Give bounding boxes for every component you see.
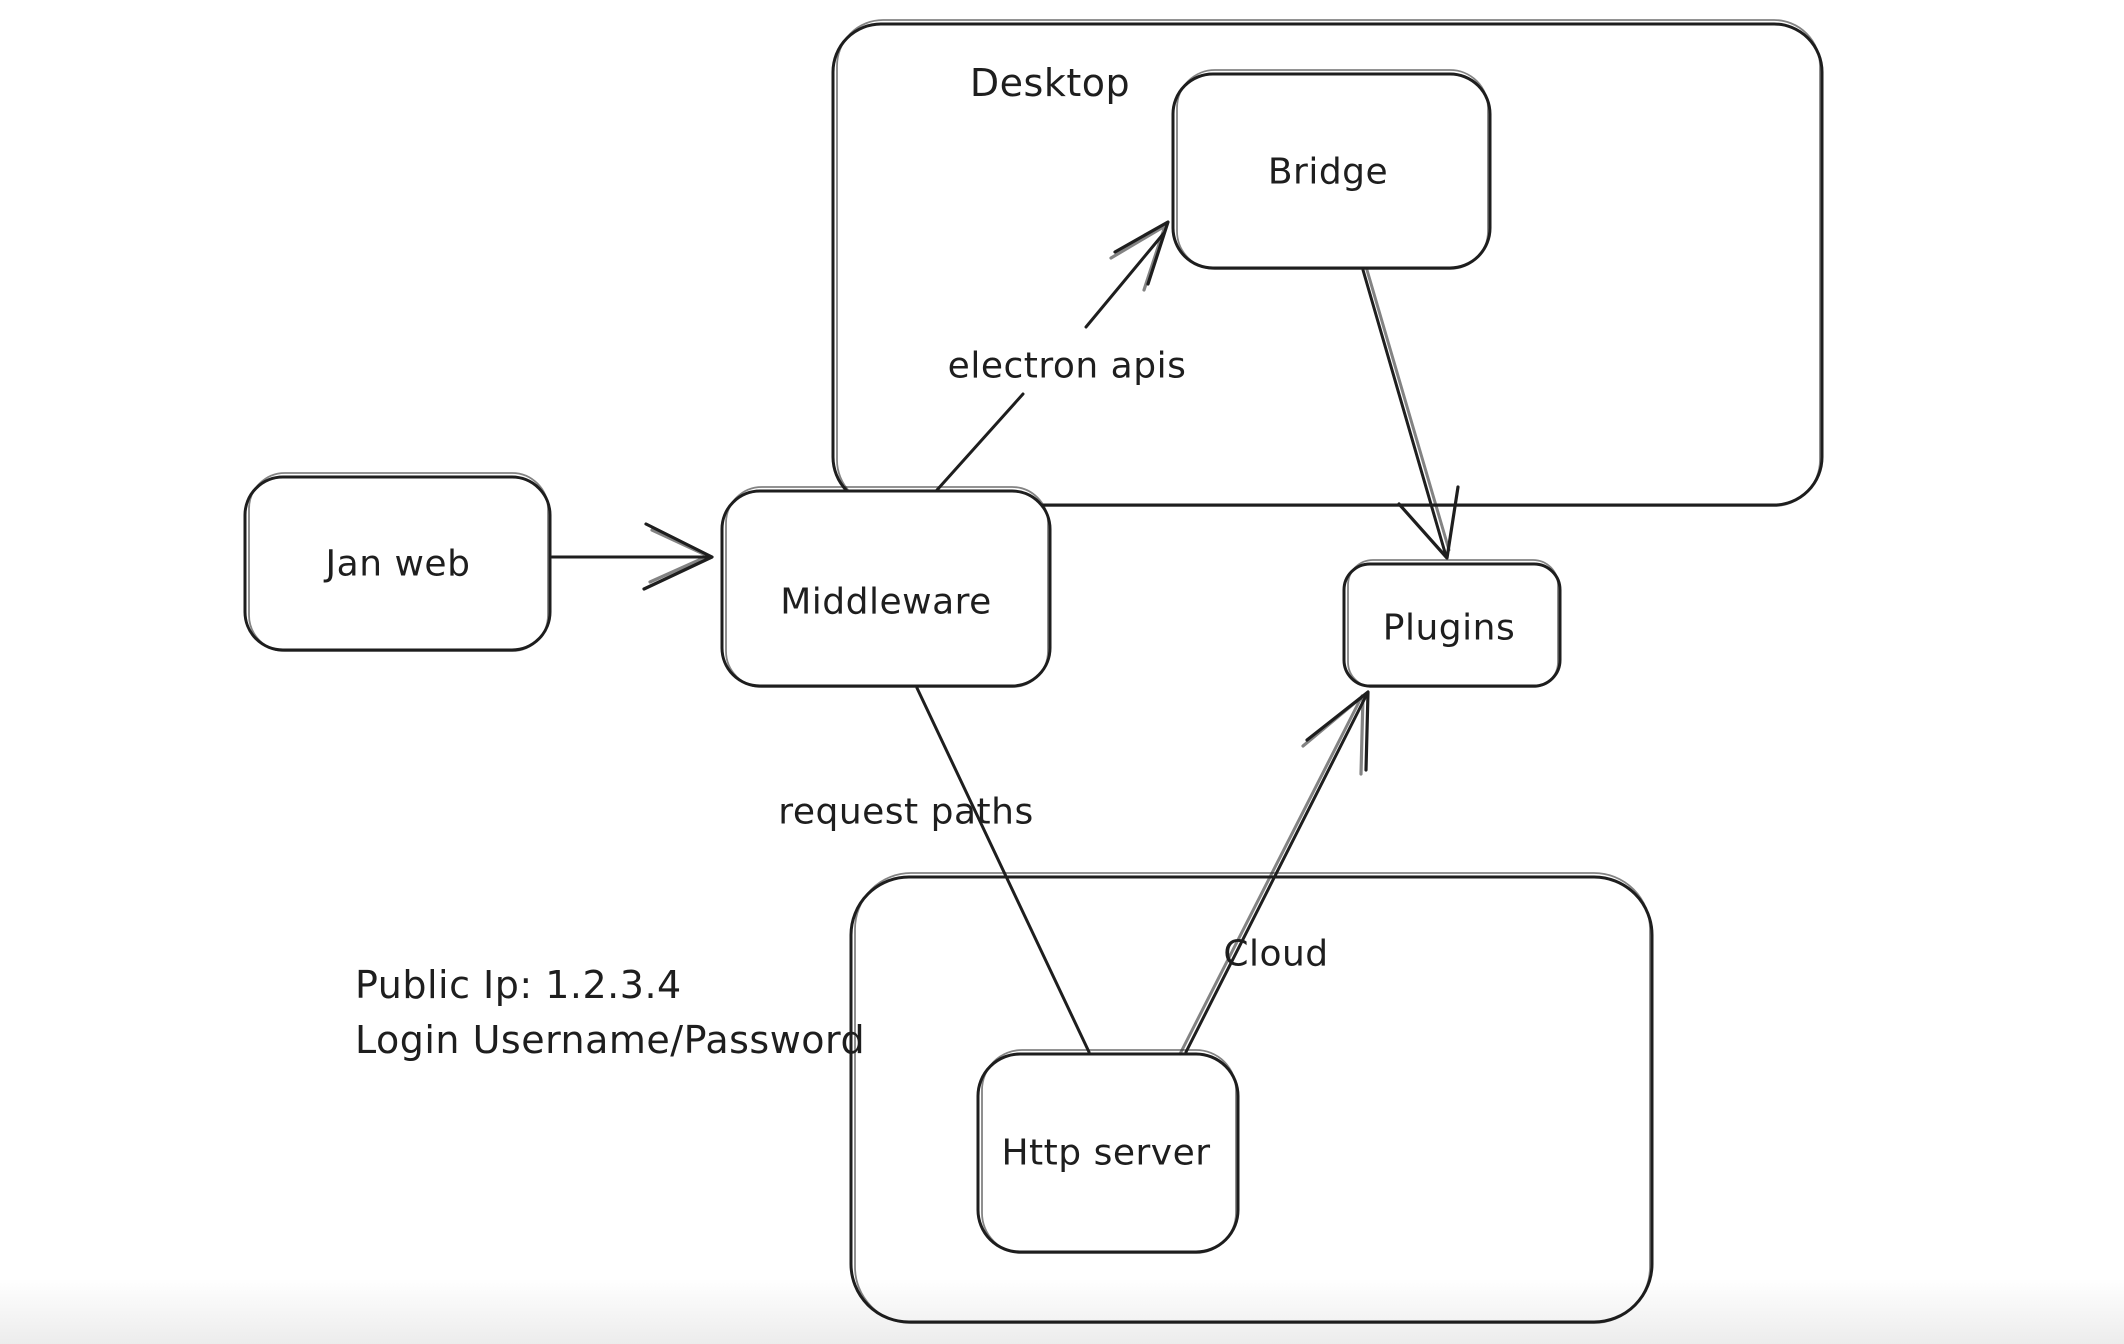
node-plugins-label[interactable]: Plugins xyxy=(1382,607,1516,649)
container-desktop-label[interactable]: Desktop xyxy=(969,61,1131,105)
container-desktop-shape[interactable] xyxy=(831,19,1824,507)
http-server-box-stroke[interactable] xyxy=(976,1052,1240,1254)
edge-middleware-to-bridge[interactable] xyxy=(935,220,1170,492)
annotation-public-ip[interactable]: Public Ip: 1.2.3.4 xyxy=(355,963,682,1007)
annotation-login[interactable]: Login Username/Password xyxy=(355,1018,866,1062)
edge-bridge-to-plugins-line-2[interactable] xyxy=(1365,268,1451,552)
node-jan-web-shape[interactable] xyxy=(243,472,552,652)
node-middleware-label[interactable]: Middleware xyxy=(780,581,992,623)
node-jan-web-label[interactable]: Jan web xyxy=(325,543,471,585)
jan-web-box-stroke[interactable] xyxy=(243,475,552,652)
edge-jan-web-to-middleware-arrowhead[interactable] xyxy=(642,522,714,591)
edge-http-server-to-plugins-arrowhead-2[interactable] xyxy=(1301,694,1365,776)
node-http-server-shape[interactable] xyxy=(976,1049,1240,1254)
edge-bridge-to-plugins-arrowhead[interactable] xyxy=(1397,485,1460,560)
edge-http-server-to-plugins-line[interactable] xyxy=(1184,692,1369,1054)
edge-middleware-to-bridge-line-lower[interactable] xyxy=(935,392,1025,492)
container-cloud-shape[interactable] xyxy=(849,872,1654,1324)
edge-middleware-to-bridge-line-upper[interactable] xyxy=(1084,231,1166,329)
edge-label-request-paths[interactable]: request paths xyxy=(778,791,1034,833)
desktop-box-stroke[interactable] xyxy=(831,22,1824,507)
edge-http-server-to-plugins[interactable] xyxy=(1178,690,1370,1056)
desktop-box-stroke-2[interactable] xyxy=(836,19,1821,507)
edge-jan-web-to-middleware-arrowhead-2[interactable] xyxy=(648,528,710,584)
edge-http-server-to-plugins-line-2[interactable] xyxy=(1178,694,1364,1056)
edge-jan-web-to-middleware[interactable] xyxy=(550,522,714,591)
edge-middleware-to-bridge-arrowhead[interactable] xyxy=(1113,220,1170,286)
edge-bridge-to-plugins[interactable] xyxy=(1361,268,1460,560)
middleware-box-stroke-2[interactable] xyxy=(725,486,1049,688)
edge-middleware-to-bridge-arrowhead-2[interactable] xyxy=(1109,224,1167,292)
node-middleware-shape[interactable] xyxy=(720,486,1052,688)
node-plugins-shape[interactable] xyxy=(1342,559,1562,688)
http-server-box-stroke-2[interactable] xyxy=(981,1049,1237,1254)
node-bridge-label[interactable]: Bridge xyxy=(1267,151,1389,193)
plugins-box-stroke[interactable] xyxy=(1342,562,1562,688)
cloud-box-stroke[interactable] xyxy=(849,875,1654,1324)
edge-middleware-to-http-server-line[interactable] xyxy=(915,686,1091,1054)
bridge-box-stroke[interactable] xyxy=(1171,72,1492,270)
middleware-box-stroke[interactable] xyxy=(720,489,1052,688)
node-bridge-shape[interactable] xyxy=(1171,69,1492,270)
plugins-box-stroke-2[interactable] xyxy=(1347,559,1559,688)
node-http-server-label[interactable]: Http server xyxy=(1001,1132,1211,1174)
edge-bridge-to-plugins-line[interactable] xyxy=(1361,268,1448,558)
edge-label-electron-apis[interactable]: electron apis xyxy=(947,345,1187,387)
container-cloud-label[interactable]: Cloud xyxy=(1223,933,1329,975)
cloud-box-stroke-2[interactable] xyxy=(854,872,1651,1324)
edge-middleware-to-http-server[interactable] xyxy=(915,686,1091,1054)
bridge-box-stroke-2[interactable] xyxy=(1176,69,1489,270)
jan-web-box-stroke-2[interactable] xyxy=(248,472,549,652)
